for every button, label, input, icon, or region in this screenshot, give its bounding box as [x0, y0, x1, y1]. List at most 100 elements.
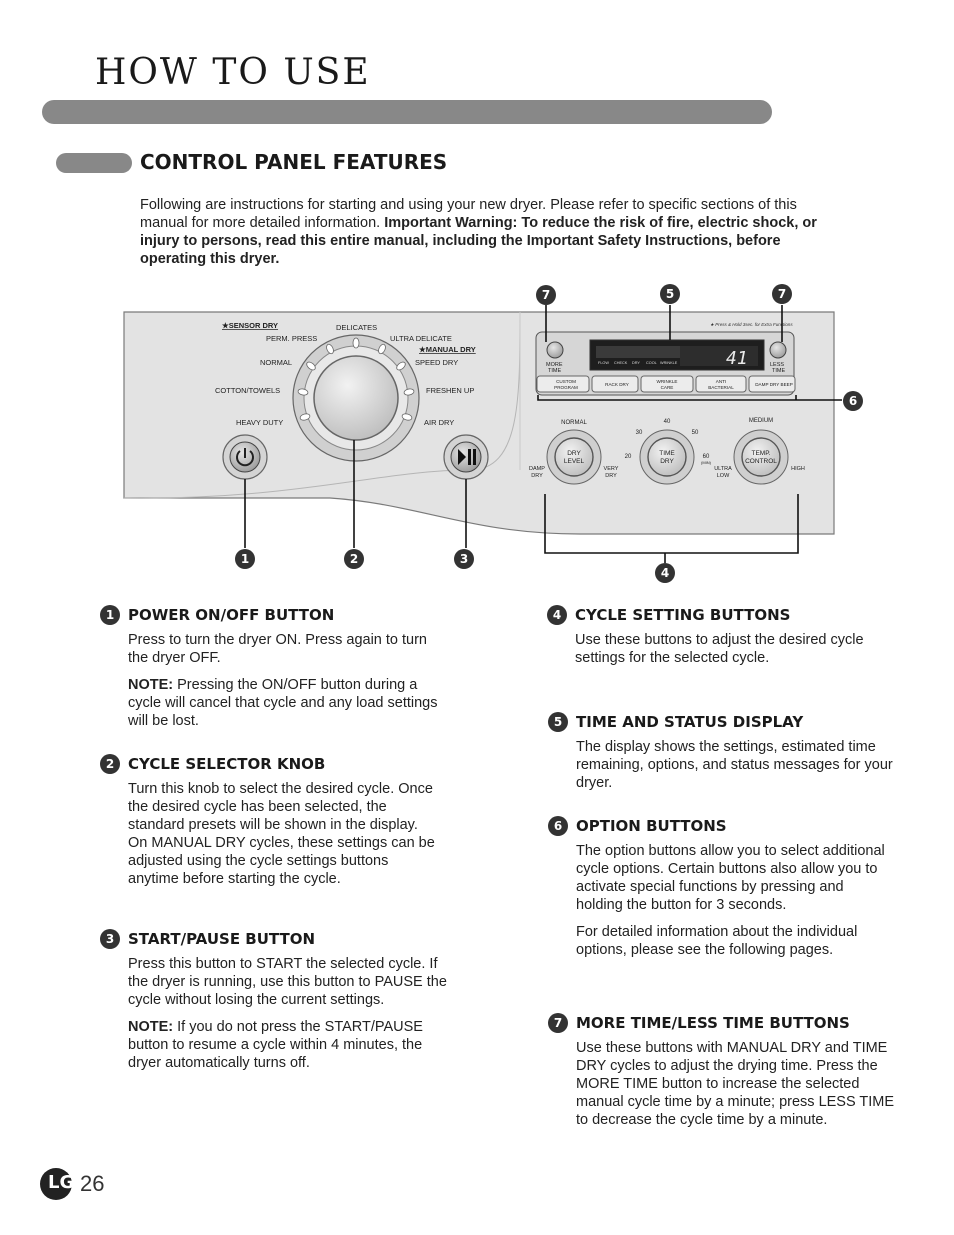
- svg-text:DRY: DRY: [567, 450, 581, 457]
- cycle-selector-knob: [292, 334, 420, 462]
- svg-text:PROGRAM: PROGRAM: [554, 385, 578, 390]
- item-title: START/PAUSE BUTTON: [128, 930, 316, 948]
- svg-text:LEVEL: LEVEL: [564, 458, 585, 465]
- svg-text:60: 60: [703, 454, 710, 460]
- callout-7-right: 7: [772, 284, 792, 304]
- svg-text:1: 1: [241, 552, 249, 566]
- svg-text:WRINKLE: WRINKLE: [657, 379, 678, 384]
- item-display: 5 TIME AND STATUS DISPLAY The display sho…: [548, 712, 908, 792]
- item-text: Use these buttons to adjust the desired …: [575, 632, 864, 666]
- callout-7-left: 7: [536, 285, 556, 305]
- svg-text:2: 2: [350, 552, 358, 566]
- more-time-label: MORE: [546, 362, 563, 368]
- svg-text:NORMAL: NORMAL: [561, 420, 587, 426]
- svg-text:CUSTOM: CUSTOM: [556, 379, 576, 384]
- item-note: NOTE: If you do not press the START/PAUS…: [128, 1019, 423, 1071]
- label-perm-press: PERM. PRESS: [266, 334, 317, 343]
- item-text-2: For detailed information about the indiv…: [576, 924, 858, 958]
- lg-logo: LG: [40, 1168, 74, 1200]
- item-text: The option buttons allow you to select a…: [576, 843, 885, 913]
- item-text: Turn this knob to select the desired cyc…: [128, 781, 435, 887]
- svg-text:TEMP.: TEMP.: [751, 450, 770, 457]
- power-icon: [236, 450, 254, 467]
- svg-text:DRY: DRY: [531, 473, 543, 479]
- svg-text:FLOW: FLOW: [598, 361, 609, 365]
- intro-paragraph: Following are instructions for starting …: [140, 196, 830, 268]
- item-note: NOTE: Pressing the ON/OFF button during …: [128, 677, 438, 729]
- item-options: 6 OPTION BUTTONS The option buttons allow…: [548, 816, 893, 959]
- item-number: 7: [548, 1013, 568, 1033]
- svg-text:DRY: DRY: [632, 361, 640, 365]
- item-text: Use these buttons with MANUAL DRY and TI…: [576, 1040, 895, 1128]
- svg-text:30: 30: [636, 430, 643, 436]
- item-more-time: 7 MORE TIME/LESS TIME BUTTONS Use these b…: [548, 1013, 903, 1129]
- callout-3: 3: [454, 549, 474, 569]
- page-title: HOW TO USE: [95, 52, 371, 93]
- label-cotton-towels: COTTON/TOWELS: [215, 386, 280, 395]
- label-heavy-duty: HEAVY DUTY: [236, 418, 283, 427]
- callout-2: 2: [344, 549, 364, 569]
- svg-text:HIGH: HIGH: [791, 466, 805, 472]
- section-heading: CONTROL PANEL FEATURES: [140, 150, 448, 174]
- item-title: CYCLE SETTING BUTTONS: [575, 606, 791, 624]
- callout-1: 1: [235, 549, 255, 569]
- svg-text:VERY: VERY: [604, 466, 619, 472]
- item-text: The display shows the settings, estimate…: [576, 739, 893, 791]
- svg-text:(MIN): (MIN): [701, 460, 712, 465]
- svg-text:3: 3: [460, 552, 468, 566]
- time-dry-knob: TIME DRY 40 30 50 20 60 (MIN): [625, 419, 712, 485]
- label-normal: NORMAL: [260, 358, 292, 367]
- svg-text:7: 7: [542, 288, 550, 302]
- svg-text:LOW: LOW: [717, 473, 730, 479]
- play-pause-icon: [458, 449, 466, 465]
- item-title: MORE TIME/LESS TIME BUTTONS: [576, 1014, 850, 1032]
- callout-5: 5: [660, 284, 680, 304]
- control-panel-illustration: ★SENSOR DRY PERM. PRESS DELICATES ULTRA …: [123, 284, 863, 583]
- svg-text:DAMP: DAMP: [529, 466, 545, 472]
- section-pill: [56, 153, 132, 173]
- item-number: 4: [547, 605, 567, 625]
- callout-6: 6: [843, 391, 863, 411]
- item-title: TIME AND STATUS DISPLAY: [576, 713, 804, 731]
- label-sensor-dry: ★SENSOR DRY: [222, 321, 278, 330]
- start-pause-button: [443, 434, 489, 480]
- item-number: 5: [548, 712, 568, 732]
- label-manual-dry: ★MANUAL DRY: [419, 345, 476, 354]
- svg-text:COOL: COOL: [646, 361, 657, 365]
- item-title: POWER ON/OFF BUTTON: [128, 606, 335, 624]
- svg-text:6: 6: [849, 394, 857, 408]
- callout-4: 4: [655, 563, 675, 583]
- display-panel: ★ Press & Hold 3sec. for Extra Functions…: [535, 322, 796, 396]
- svg-text:40: 40: [664, 419, 671, 425]
- power-button: [222, 434, 268, 480]
- svg-text:50: 50: [692, 430, 699, 436]
- label-delicates: DELICATES: [336, 323, 377, 332]
- svg-text:20: 20: [625, 454, 632, 460]
- svg-text:5: 5: [666, 287, 674, 301]
- page-number: 26: [80, 1171, 105, 1196]
- intro-warning: Important Warning: To reduce the risk of…: [140, 215, 817, 267]
- item-cycle-setting: 4 CYCLE SETTING BUTTONS Use these buttons…: [547, 605, 907, 667]
- svg-text:TIME: TIME: [659, 450, 675, 457]
- item-number: 3: [100, 929, 120, 949]
- svg-text:ULTRA: ULTRA: [714, 466, 732, 472]
- svg-text:TIME: TIME: [772, 368, 785, 374]
- label-ultra-delicate: ULTRA DELICATE: [390, 334, 452, 343]
- svg-text:DAMP DRY BEEP: DAMP DRY BEEP: [755, 382, 793, 387]
- less-time-label: LESS: [770, 362, 784, 368]
- label-air-dry: AIR DRY: [424, 418, 454, 427]
- svg-text:CONTROL: CONTROL: [745, 458, 777, 465]
- svg-text:CHECK: CHECK: [614, 361, 628, 365]
- svg-text:DRY: DRY: [660, 458, 674, 465]
- title-bar: [42, 100, 772, 124]
- item-number: 6: [548, 816, 568, 836]
- item-title: OPTION BUTTONS: [576, 817, 727, 835]
- svg-text:ANTI: ANTI: [716, 379, 726, 384]
- svg-text:TIME: TIME: [548, 368, 561, 374]
- item-text: Press to turn the dryer ON. Press again …: [128, 632, 427, 666]
- hold-note: ★ Press & Hold 3sec. for Extra Functions: [710, 322, 793, 327]
- svg-text:4: 4: [661, 566, 669, 580]
